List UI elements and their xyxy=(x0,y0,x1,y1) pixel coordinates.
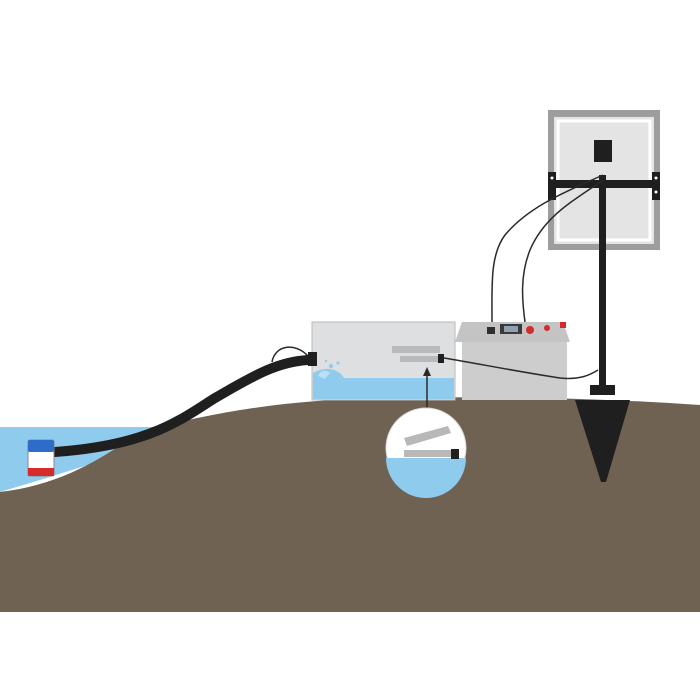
float-switch-plug xyxy=(438,354,444,363)
panel-wire-1 xyxy=(491,174,604,323)
detail-water xyxy=(386,458,466,498)
tank-loop-wire xyxy=(271,346,309,363)
ground-stake xyxy=(575,400,630,482)
splash-drop xyxy=(329,364,333,368)
callout-arrowhead xyxy=(423,367,431,376)
water-splash xyxy=(318,370,330,379)
junction-box xyxy=(594,140,612,162)
ground-hill xyxy=(0,397,700,612)
battery-display xyxy=(504,326,518,332)
battery-switch-red xyxy=(526,326,534,334)
battery-terminal xyxy=(560,322,566,328)
float-switch-detail xyxy=(385,407,467,498)
battery-box xyxy=(455,322,570,400)
detail-float-base xyxy=(404,450,454,457)
mount-clamp-right xyxy=(652,172,660,200)
submersible-pump xyxy=(27,439,55,477)
battery-switch-red xyxy=(544,325,550,331)
float-switch xyxy=(392,346,440,353)
pump-top xyxy=(28,440,54,452)
suction-hose xyxy=(50,355,313,457)
splash-drop xyxy=(336,361,340,365)
pump-bottom xyxy=(28,468,54,476)
battery-port xyxy=(487,327,495,334)
tank-water xyxy=(313,368,454,399)
water-tank xyxy=(311,321,456,401)
float-switch-base xyxy=(400,356,440,362)
mount-clamp-left xyxy=(548,172,556,200)
panel-wire-2 xyxy=(521,179,604,323)
splash-drop xyxy=(324,359,328,363)
bolt xyxy=(654,176,658,180)
bolt xyxy=(654,190,658,194)
mounting-pole xyxy=(599,175,606,390)
stake-collar xyxy=(590,385,615,395)
float-switch-wire xyxy=(443,357,599,380)
bolt xyxy=(550,176,554,180)
detail-plug xyxy=(451,449,459,459)
detail-float-raised xyxy=(404,426,451,446)
